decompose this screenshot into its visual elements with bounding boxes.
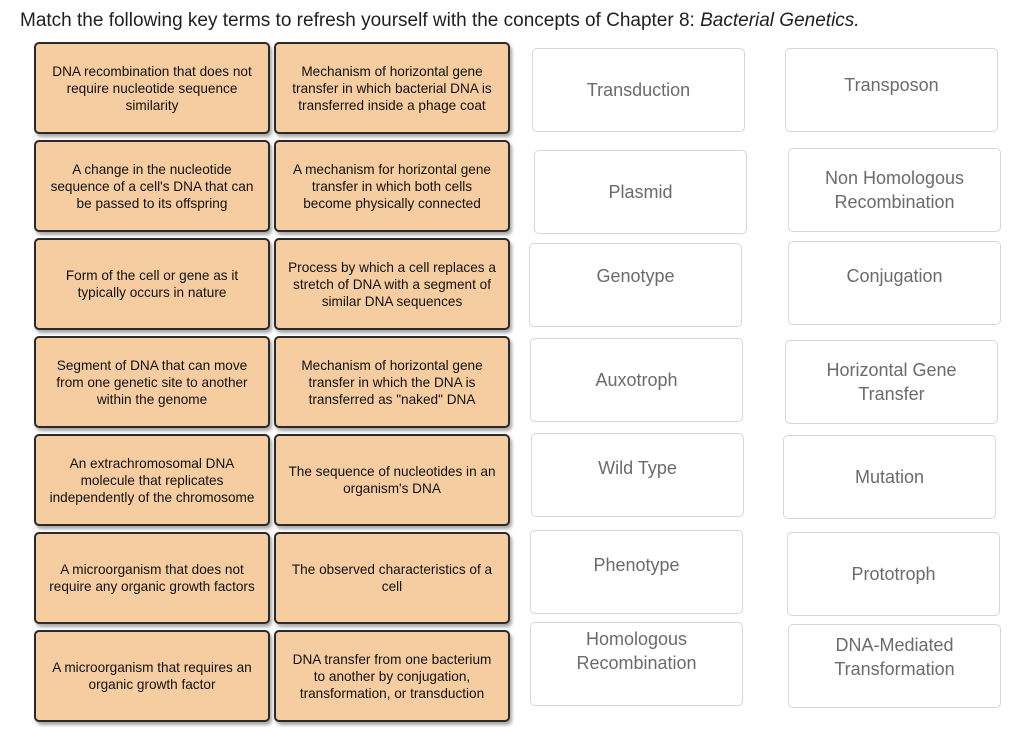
term-drop-target-phenotype[interactable]: Phenotype [530,530,743,614]
term-drop-target-prototroph[interactable]: Prototroph [787,532,1000,616]
instruction-prefix: Match the following key terms to refresh… [20,10,701,31]
term-drop-target-auxotroph[interactable]: Auxotroph [530,338,743,422]
term-drop-target-homologous-recombination[interactable]: Homologous Recombination [530,622,743,706]
instruction-text: Match the following key terms to refresh… [20,10,860,32]
term-drop-target-genotype[interactable]: Genotype [529,243,742,327]
definition-card[interactable]: A microorganism that does not require an… [34,532,270,624]
definition-card[interactable]: Form of the cell or gene as it typically… [34,238,270,330]
term-drop-target-mutation[interactable]: Mutation [783,435,996,519]
definition-card[interactable]: The sequence of nucleotides in an organi… [274,434,510,526]
term-drop-target-plasmid[interactable]: Plasmid [534,150,747,234]
term-drop-target-wild-type[interactable]: Wild Type [531,433,744,517]
definition-card[interactable]: Mechanism of horizontal gene transfer in… [274,336,510,428]
definition-card[interactable]: DNA transfer from one bacterium to anoth… [274,630,510,722]
definition-card[interactable]: The observed characteristics of a cell [274,532,510,624]
definition-cards: DNA recombination that does not require … [34,42,510,722]
term-drop-target-conjugation[interactable]: Conjugation [788,241,1001,325]
term-drop-target-horizontal-gene-transfer[interactable]: Horizontal Gene Transfer [785,340,998,424]
term-drop-target-dna-mediated-transformation[interactable]: DNA-Mediated Transformation [788,624,1001,708]
definition-card[interactable]: A microorganism that requires an organic… [34,630,270,722]
definition-card[interactable]: DNA recombination that does not require … [34,42,270,134]
term-drop-target-non-homologous-recombination[interactable]: Non Homologous Recombination [788,148,1001,232]
definition-card[interactable]: An extrachromosomal DNA molecule that re… [34,434,270,526]
definition-card[interactable]: A mechanism for horizontal gene transfer… [274,140,510,232]
definition-card[interactable]: A change in the nucleotide sequence of a… [34,140,270,232]
definition-card[interactable]: Process by which a cell replaces a stret… [274,238,510,330]
term-drop-target-transposon[interactable]: Transposon [785,48,998,132]
term-drop-target-transduction[interactable]: Transduction [532,48,745,132]
definition-card[interactable]: Segment of DNA that can move from one ge… [34,336,270,428]
chapter-title: Bacterial Genetics. [700,10,860,31]
definition-card[interactable]: Mechanism of horizontal gene transfer in… [274,42,510,134]
